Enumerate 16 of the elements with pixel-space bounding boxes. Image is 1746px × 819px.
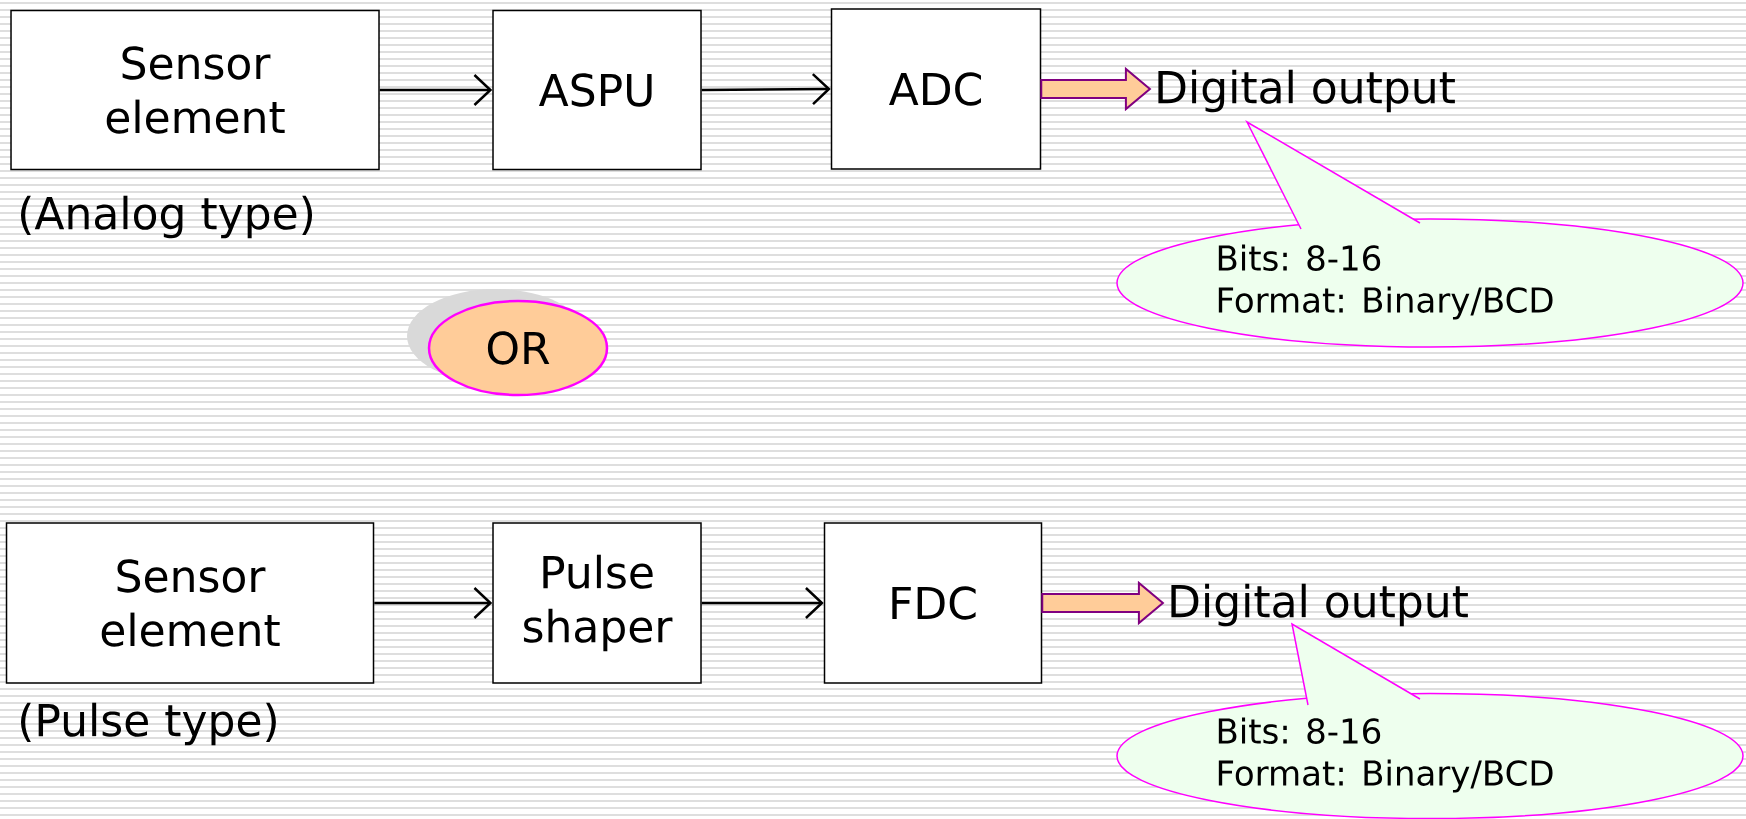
output-label: Digital output xyxy=(1158,69,1455,113)
arrow xyxy=(701,587,824,619)
callout-bubble: Bits: 8-16 Format: Binary/BCD xyxy=(1116,120,1744,348)
block-arrow xyxy=(1041,580,1165,626)
process-box: FDC xyxy=(823,522,1043,684)
process-box: Sensor element xyxy=(10,9,380,171)
node-label: (Analog type) xyxy=(21,195,313,239)
arrow xyxy=(701,73,831,106)
block-arrow xyxy=(1040,66,1152,112)
node-label: (Pulse type) xyxy=(21,702,276,746)
process-box: Pulse shaper xyxy=(492,522,702,684)
process-box: ASPU xyxy=(492,9,702,171)
arrow xyxy=(379,74,493,106)
process-box: ADC xyxy=(830,8,1042,170)
arrow xyxy=(374,587,493,619)
process-box: Sensor element xyxy=(5,522,375,684)
